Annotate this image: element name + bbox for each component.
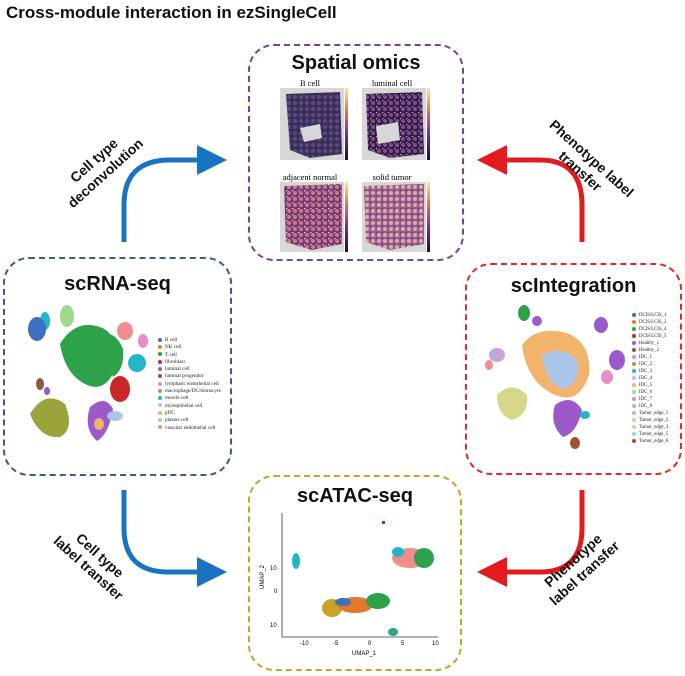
- tile-label-adjacent-normal: adjacent normal: [283, 172, 338, 182]
- legend-item: IDC_4: [632, 376, 668, 383]
- legend-item: macrophage/DC/monocyte: [158, 388, 221, 395]
- arrow-celltype-transfer: [121, 490, 227, 587]
- legend-item: DCIS/LCIS_1: [632, 313, 668, 320]
- scrna-seq-title: scRNA-seq: [64, 273, 171, 295]
- x-axis-label: UMAP_1: [352, 651, 377, 657]
- legend-item: IDC_1: [632, 355, 668, 362]
- legend-item: Tumor_edge_6: [632, 439, 668, 446]
- legend-item: T cell: [158, 352, 221, 359]
- spatial-omics-panel: Spatial omics B cell: [248, 44, 464, 261]
- scintegration-legend: DCIS/LCIS_1 DCIS/LCIS_2 DCIS/LCIS_4 DCIS…: [632, 313, 668, 446]
- legend-item: NK cell: [158, 344, 221, 351]
- scatac-seq-panel: scATAC-seq 10 0 10 -10 -5 0 5 10 UMAP_1 …: [248, 475, 462, 671]
- legend-item: IDC_2: [632, 362, 668, 369]
- scrna-seq-panel: scRNA-seq B cell NK cell T cell fibrobla…: [3, 257, 232, 476]
- legend-item: pDC: [158, 410, 221, 417]
- legend-item: Tumor_edge_3: [632, 425, 668, 432]
- legend-item: IDC_5: [632, 383, 668, 390]
- x-tick: 10: [432, 641, 439, 647]
- x-tick: 0: [368, 641, 372, 647]
- legend-item: Healthy_2: [632, 348, 668, 355]
- spatial-tiles: B cell luminal cell adjacent normal soli…: [280, 78, 430, 252]
- scintegration-panel: scIntegration DCIS/LCIS_1 DCIS/LCIS_2 DC…: [465, 263, 682, 475]
- legend-item: luminal cell: [158, 366, 221, 373]
- x-tick: -5: [333, 641, 339, 647]
- spatial-omics-title: Spatial omics: [291, 52, 421, 74]
- scintegration-title: scIntegration: [510, 275, 637, 297]
- legend-item: IDC_7: [632, 397, 668, 404]
- y-tick: 10: [270, 566, 277, 572]
- tile-label-solid-tumor: solid tumor: [373, 172, 412, 182]
- legend-item: luminal progenitor: [158, 373, 221, 380]
- x-tick: 5: [401, 641, 405, 647]
- legend-item: plasma cell: [158, 417, 221, 424]
- legend-item: muscle cell: [158, 395, 221, 402]
- legend-item: Tumor_edge_1: [632, 411, 668, 418]
- arrow-deconvolution: [121, 145, 227, 242]
- scrna-umap: [28, 305, 148, 441]
- legend-item: myoepithelial cell: [158, 403, 221, 410]
- y-tick: 0: [274, 589, 278, 595]
- legend-item: IDC_3: [632, 369, 668, 376]
- legend-item: fibroblast: [158, 359, 221, 366]
- figure-title: Cross-module interaction in ezSingleCell: [6, 3, 337, 22]
- y-tick: 10: [270, 623, 277, 629]
- legend-item: DCIS/LCIS_4: [632, 327, 668, 334]
- legend-item: DCIS/LCIS_5: [632, 334, 668, 341]
- arrow-phenotype-transfer-bottom: [477, 490, 585, 587]
- legend-item: IDC_8: [632, 404, 668, 411]
- legend-item: Tumor_edge_2: [632, 418, 668, 425]
- legend-item: DCIS/LCIS_2: [632, 320, 668, 327]
- scrna-legend: B cell NK cell T cell fibroblast luminal…: [158, 337, 221, 432]
- arrow-phenotype-transfer-top: [477, 145, 585, 242]
- scatac-umap: 10 0 10 -10 -5 0 5 10 UMAP_1 UMAP_2: [260, 513, 439, 657]
- tile-label-b-cell: B cell: [300, 78, 321, 88]
- legend-item: Healthy_1: [632, 341, 668, 348]
- y-axis-label: UMAP_2: [260, 564, 266, 589]
- legend-item: IDC_6: [632, 390, 668, 397]
- x-tick: -10: [300, 641, 309, 647]
- legend-item: lymphatic endothelial cell: [158, 381, 221, 388]
- scatac-seq-title: scATAC-seq: [297, 485, 413, 507]
- tile-label-luminal-cell: luminal cell: [372, 78, 413, 88]
- legend-item: Tumor_edge_5: [632, 432, 668, 439]
- legend-item: B cell: [158, 337, 221, 344]
- legend-item: vascular endothelial cell: [158, 425, 221, 432]
- scintegration-umap: [485, 305, 625, 449]
